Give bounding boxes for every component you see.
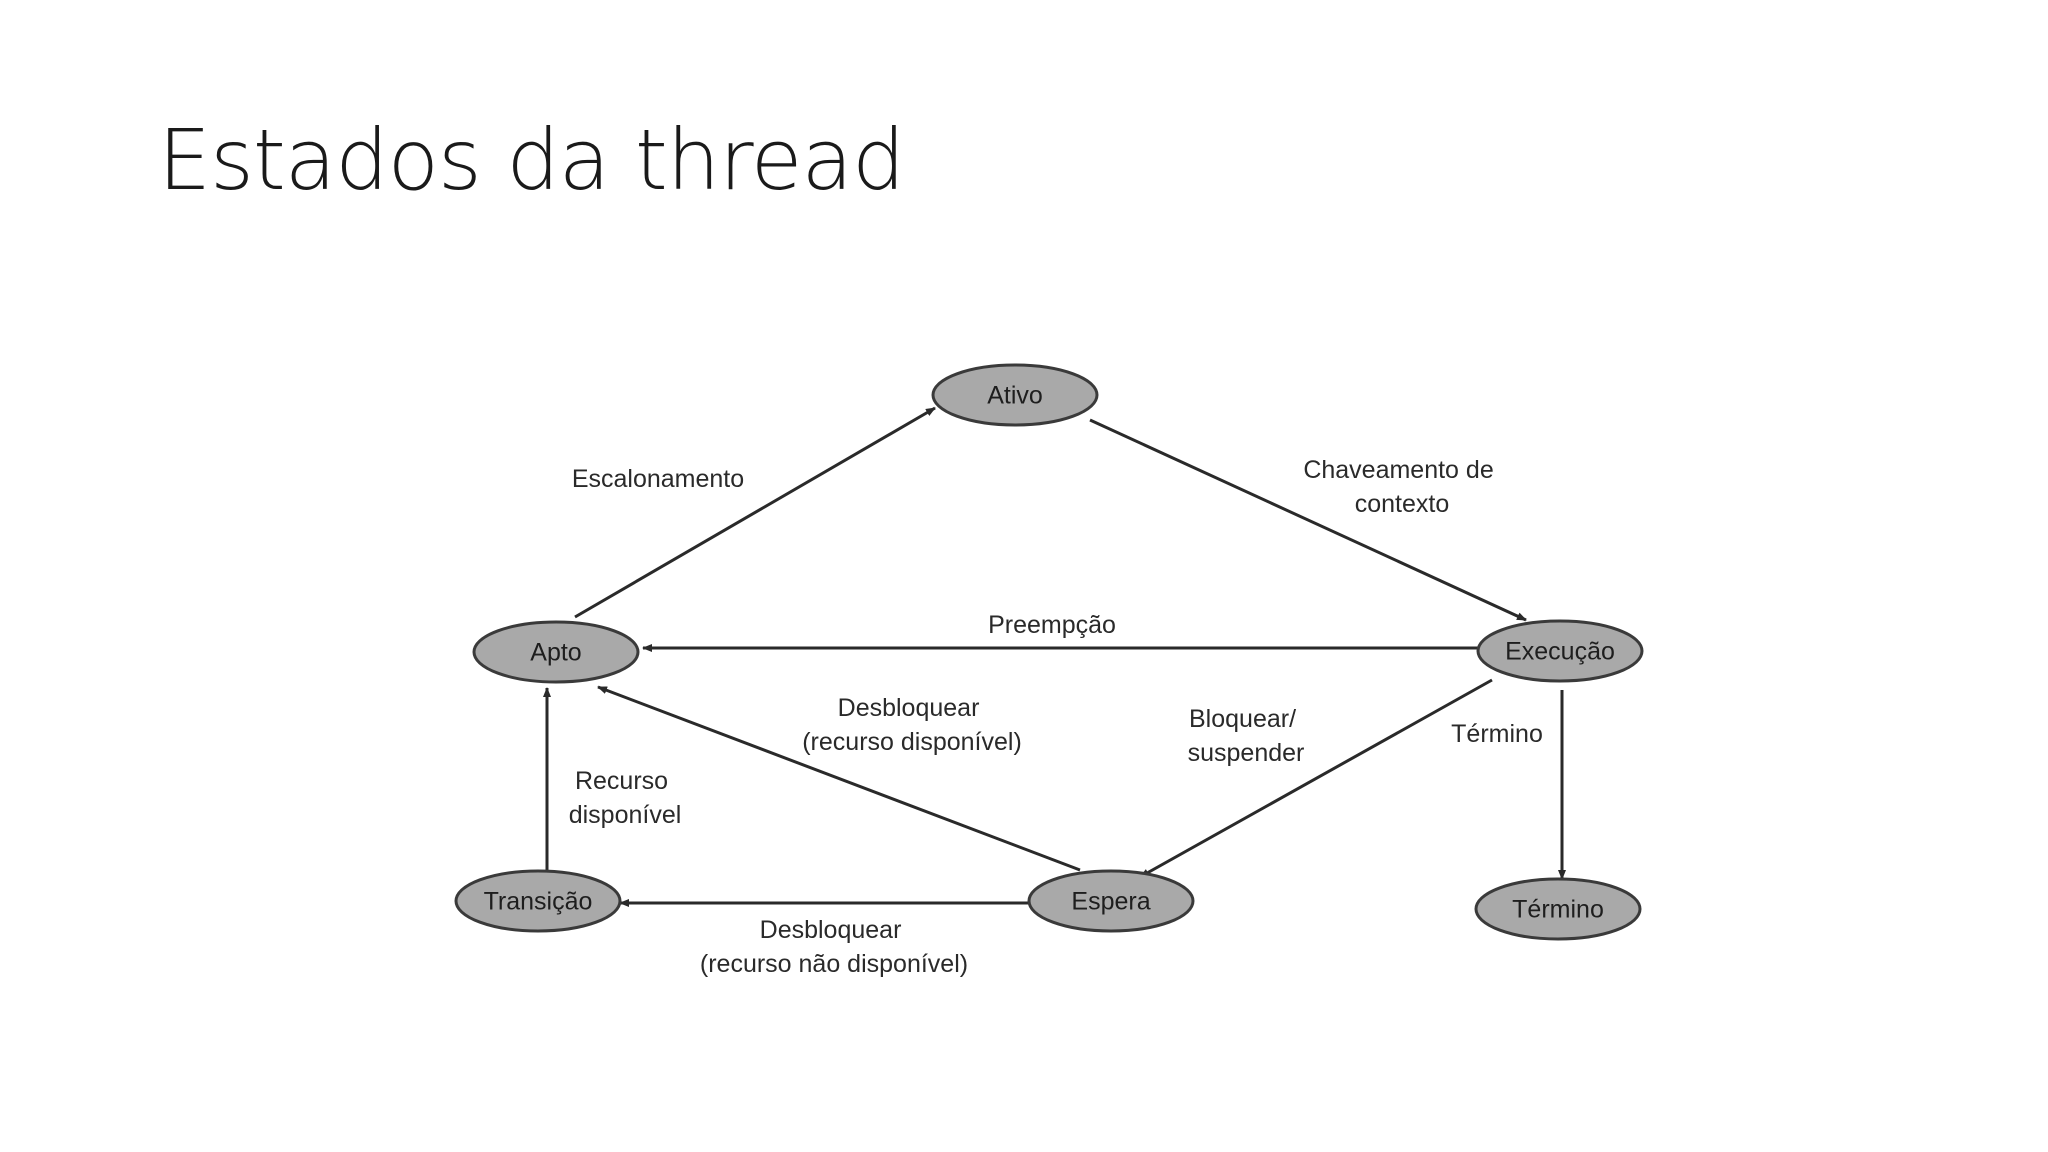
label-desbloquear-nao-disponivel: Desbloquear (recurso não disponível) — [700, 916, 968, 978]
edge-bloquear — [1139, 678, 1493, 879]
node-transicao-label: Transição — [484, 888, 593, 916]
node-ativo: Ativo — [931, 363, 1099, 427]
node-termino: Término — [1474, 877, 1642, 941]
edge-desbloquear-disponivel — [597, 685, 1081, 872]
node-termino-label: Término — [1512, 896, 1604, 924]
label-desbloquear-disponivel: Desbloquear (recurso disponível) — [802, 694, 1022, 756]
label-escalonamento: Escalonamento — [572, 465, 744, 493]
node-espera: Espera — [1027, 869, 1195, 933]
node-execucao-label: Execução — [1505, 638, 1615, 666]
label-chaveamento: Chaveamento de contexto — [1303, 456, 1500, 518]
node-transicao: Transição — [454, 869, 622, 933]
node-apto-label: Apto — [530, 639, 581, 667]
node-ativo-label: Ativo — [987, 382, 1043, 410]
edges — [543, 406, 1566, 907]
node-apto: Apto — [472, 620, 640, 684]
edge-labels: Escalonamento Chaveamento de contexto Pr… — [569, 456, 1543, 978]
node-espera-label: Espera — [1071, 888, 1150, 916]
edge-escalonamento — [574, 406, 936, 619]
node-execucao: Execução — [1476, 619, 1644, 683]
label-recurso-disponivel: Recurso disponível — [569, 767, 682, 829]
label-bloquear: Bloquear/ suspender — [1188, 705, 1305, 767]
label-termino-edge: Término — [1451, 720, 1543, 748]
label-preempcao: Preempção — [988, 611, 1116, 639]
slide-title: Estados da thread — [158, 111, 905, 209]
edge-chaveamento — [1089, 418, 1527, 622]
